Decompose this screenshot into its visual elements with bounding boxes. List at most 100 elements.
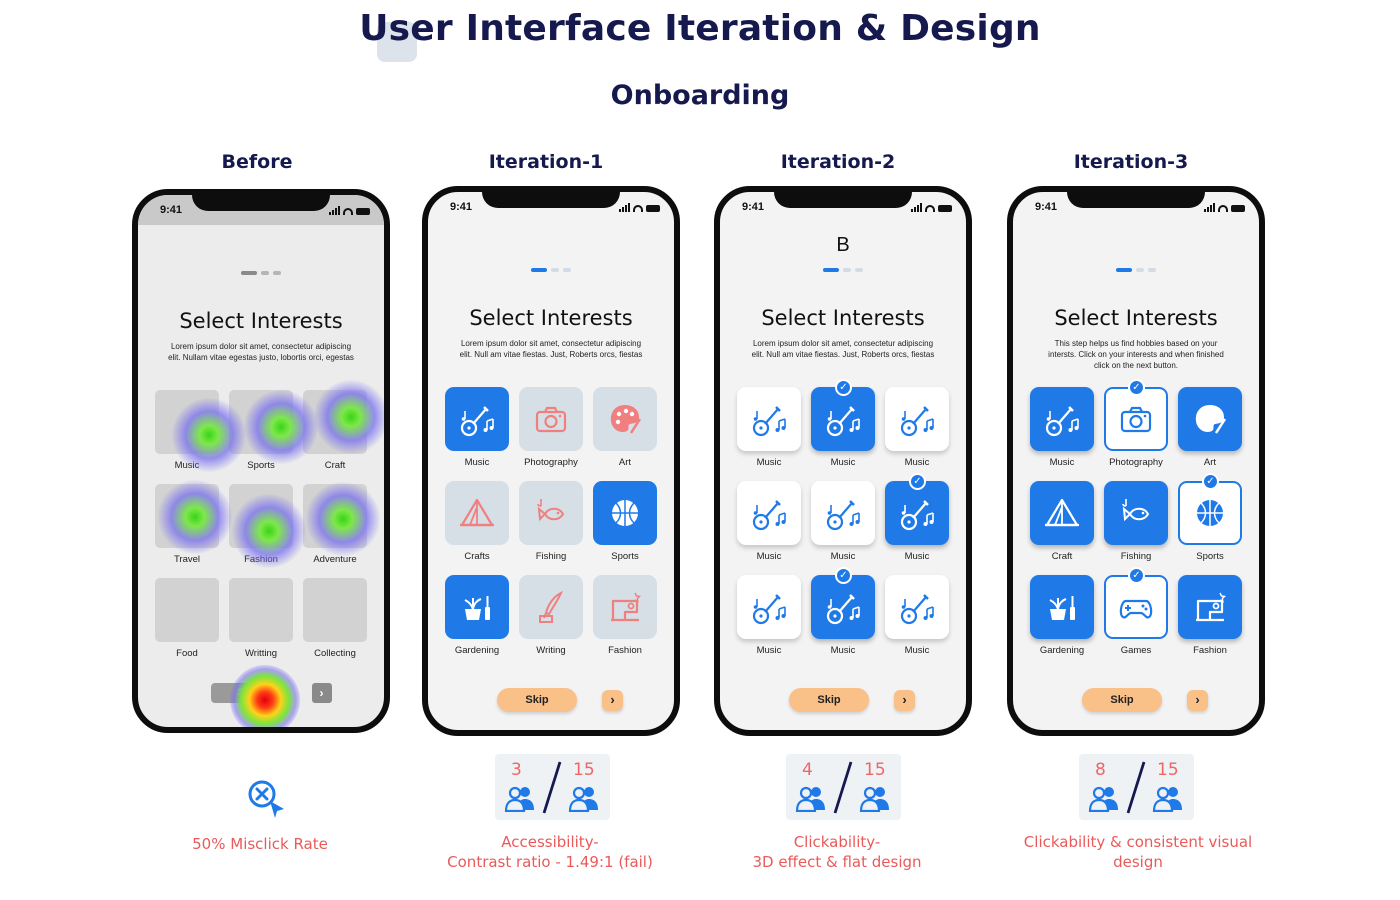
- interest-tile[interactable]: [885, 387, 949, 451]
- interest-tile[interactable]: [737, 575, 801, 639]
- page-title: User Interface Iteration & Design: [359, 8, 1041, 49]
- interest-tile[interactable]: [885, 575, 949, 639]
- interest-tile[interactable]: [1030, 481, 1094, 545]
- skip-button[interactable]: Skip: [1082, 688, 1162, 712]
- interest-tile[interactable]: [1178, 575, 1242, 639]
- interest-option[interactable]: Writting: [226, 578, 296, 670]
- interest-tile[interactable]: [155, 484, 219, 548]
- plant-icon: [1049, 596, 1075, 620]
- interest-option[interactable]: Fashion: [226, 484, 296, 576]
- interest-tile[interactable]: [445, 481, 509, 545]
- interest-option[interactable]: Food: [152, 578, 222, 670]
- phone-notch: [774, 192, 912, 208]
- interest-tile[interactable]: [593, 481, 657, 545]
- interest-tile[interactable]: [229, 390, 293, 454]
- battery-icon: [356, 208, 370, 215]
- interest-label: Music: [756, 457, 782, 468]
- next-button[interactable]: ›: [1187, 690, 1208, 711]
- interest-option[interactable]: Music: [1027, 387, 1097, 479]
- interest-option[interactable]: Music: [808, 481, 878, 573]
- interest-option[interactable]: ✓Photography: [1101, 379, 1171, 479]
- interest-tile[interactable]: [737, 387, 801, 451]
- interest-tile[interactable]: [519, 387, 583, 451]
- interest-option[interactable]: Photography: [516, 387, 586, 479]
- next-button[interactable]: ›: [602, 690, 623, 711]
- interest-tile[interactable]: [155, 390, 219, 454]
- interest-option[interactable]: Gardening: [1027, 575, 1097, 667]
- interest-option[interactable]: Fashion: [590, 575, 660, 667]
- interest-tile[interactable]: [1178, 387, 1242, 451]
- status-bar: 9:41: [720, 192, 966, 222]
- interest-label: Craft: [324, 460, 346, 471]
- next-button[interactable]: ›: [312, 683, 332, 703]
- palette-icon: [1195, 405, 1227, 434]
- interest-tile[interactable]: [519, 481, 583, 545]
- interest-option[interactable]: ✓Music: [808, 379, 878, 479]
- interest-option[interactable]: Art: [590, 387, 660, 479]
- guitar-icon: [900, 500, 934, 531]
- skip-button[interactable]: Skip: [789, 688, 869, 712]
- interest-tile[interactable]: [811, 387, 875, 451]
- interest-tile[interactable]: [1030, 387, 1094, 451]
- interest-tile[interactable]: [885, 481, 949, 545]
- interest-option[interactable]: Writing: [516, 575, 586, 667]
- interest-tile[interactable]: [1178, 481, 1242, 545]
- interest-tile[interactable]: [593, 575, 657, 639]
- interest-tile[interactable]: [1030, 575, 1094, 639]
- interest-tile[interactable]: [303, 578, 367, 642]
- interest-option[interactable]: Craft: [1027, 481, 1097, 573]
- next-button[interactable]: ›: [894, 690, 915, 711]
- column-heading-before: Before: [221, 151, 293, 173]
- page-dot-active: [531, 268, 547, 272]
- interest-option[interactable]: Crafts: [442, 481, 512, 573]
- interest-option[interactable]: ✓Games: [1101, 567, 1171, 667]
- interest-option[interactable]: Travel: [152, 484, 222, 576]
- interest-option[interactable]: Craft: [300, 390, 370, 482]
- interest-tile[interactable]: [303, 390, 367, 454]
- interest-tile[interactable]: [229, 578, 293, 642]
- interest-option[interactable]: Music: [882, 575, 952, 667]
- interest-tile[interactable]: [737, 481, 801, 545]
- interest-option[interactable]: ✓Music: [808, 567, 878, 667]
- guitar-icon: [826, 594, 860, 625]
- interest-tile[interactable]: [519, 575, 583, 639]
- interest-option[interactable]: Sports: [226, 390, 296, 482]
- screen-description: Lorem ipsum dolor sit amet, consectetur …: [751, 339, 935, 359]
- interest-option[interactable]: Music: [152, 390, 222, 482]
- interest-tile[interactable]: [811, 481, 875, 545]
- interest-option[interactable]: Music: [734, 575, 804, 667]
- interest-option[interactable]: Fashion: [1175, 575, 1245, 667]
- skip-button[interactable]: Skip: [497, 688, 577, 712]
- interest-tile[interactable]: [229, 484, 293, 548]
- interest-option[interactable]: Music: [734, 387, 804, 479]
- interest-tile[interactable]: [811, 575, 875, 639]
- interest-option[interactable]: Art: [1175, 387, 1245, 479]
- interest-option[interactable]: Gardening: [442, 575, 512, 667]
- interest-option[interactable]: Music: [442, 387, 512, 479]
- page-dot: [1136, 268, 1144, 272]
- interest-option[interactable]: Fishing: [516, 481, 586, 573]
- interest-tile[interactable]: [445, 575, 509, 639]
- caption-line-1: Clickability & consistent visual: [1023, 833, 1253, 851]
- interest-tile[interactable]: [1104, 387, 1168, 451]
- signal-icon: [911, 203, 922, 212]
- interest-option[interactable]: Music: [882, 387, 952, 479]
- interest-option[interactable]: Sports: [590, 481, 660, 573]
- interest-option[interactable]: ✓Music: [882, 473, 952, 573]
- screen-title: Select Interests: [1054, 306, 1218, 330]
- column-heading-iteration-3: Iteration-3: [1073, 151, 1189, 173]
- interest-tile[interactable]: [155, 578, 219, 642]
- interest-tile[interactable]: [445, 387, 509, 451]
- interest-tile[interactable]: [1104, 481, 1168, 545]
- interest-tile[interactable]: [593, 387, 657, 451]
- interest-option[interactable]: Music: [734, 481, 804, 573]
- interest-tile[interactable]: [303, 484, 367, 548]
- interest-option[interactable]: Collecting: [300, 578, 370, 670]
- interest-option[interactable]: ✓Sports: [1175, 473, 1245, 573]
- interest-tile[interactable]: [1104, 575, 1168, 639]
- interest-option[interactable]: Fishing: [1101, 481, 1171, 573]
- skip-button[interactable]: Skip: [211, 683, 283, 703]
- screen-title: Select Interests: [179, 309, 343, 333]
- interest-option[interactable]: Adventure: [300, 484, 370, 576]
